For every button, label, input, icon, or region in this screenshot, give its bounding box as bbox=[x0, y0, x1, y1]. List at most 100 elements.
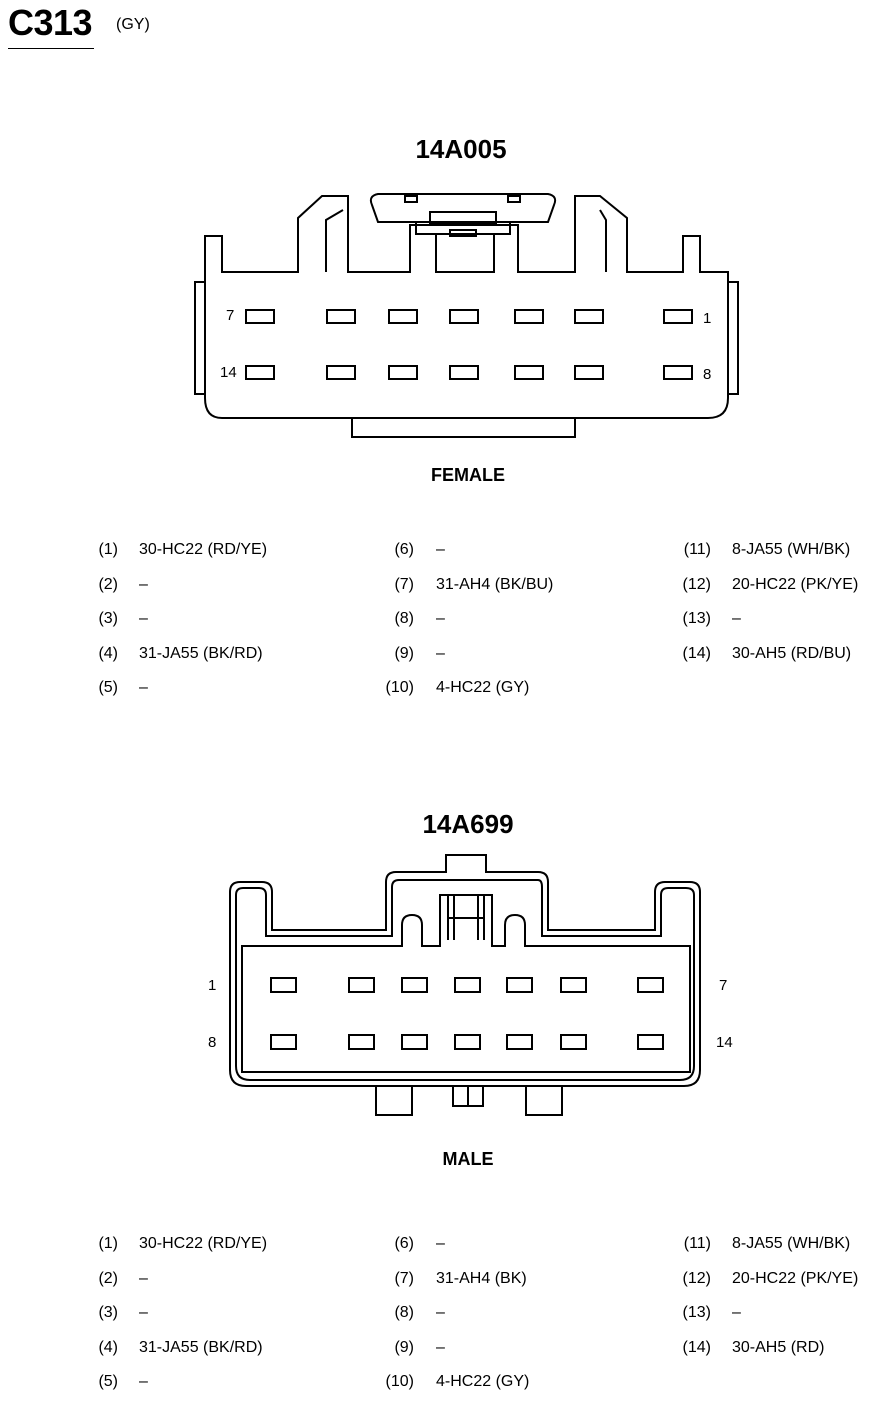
female-pin-number: (14) bbox=[682, 644, 711, 662]
male-pin-circuit: – bbox=[436, 1338, 445, 1356]
female-pin-circuit: – bbox=[436, 644, 445, 662]
female-pin-circuit: – bbox=[139, 679, 148, 697]
male-pin-label-8: 8 bbox=[208, 1034, 217, 1051]
female-pin-number: (5) bbox=[98, 679, 118, 697]
male-pin-cavity bbox=[348, 1034, 375, 1050]
male-pin-number: (1) bbox=[98, 1235, 118, 1252]
male-pin-circuit: 4-HC22 (GY) bbox=[436, 1373, 530, 1391]
female-pin-circuit: 8-JA55 (WH/BK) bbox=[732, 541, 851, 558]
female-pin-circuit: 30-HC22 (RD/YE) bbox=[139, 541, 268, 558]
female-pin-circuit: 31-AH4 (BK/BU) bbox=[436, 575, 554, 593]
connector-color: (GY) bbox=[116, 16, 150, 33]
male-gender-label: MALE bbox=[442, 1149, 494, 1169]
female-pin-cavity bbox=[514, 365, 544, 380]
male-pin-cavity bbox=[506, 1034, 533, 1050]
male-connector-housing bbox=[229, 854, 701, 1116]
female-pin-number: (1) bbox=[98, 541, 118, 558]
female-pin-circuit: – bbox=[732, 610, 741, 628]
female-pin-circuit: – bbox=[436, 541, 445, 558]
female-pin-label-8: 8 bbox=[703, 366, 712, 383]
male-pin-number: (7) bbox=[394, 1269, 414, 1287]
male-part-number: 14A699 bbox=[422, 809, 514, 839]
female-pin-circuit: – bbox=[139, 575, 148, 593]
female-pin-label-1: 1 bbox=[703, 310, 712, 327]
male-pin-cavity bbox=[454, 977, 481, 993]
female-pin-cavity bbox=[574, 309, 604, 324]
male-pin-number: (14) bbox=[682, 1338, 711, 1356]
male-pin-cavity bbox=[454, 1034, 481, 1050]
female-pin-cavity bbox=[388, 365, 418, 380]
male-pin-circuit: – bbox=[139, 1304, 148, 1322]
male-pin-label-1: 1 bbox=[208, 977, 217, 994]
female-pin-number: (11) bbox=[683, 541, 711, 558]
female-pin-circuit: 4-HC22 (GY) bbox=[436, 679, 530, 697]
female-pin-circuit: 30-AH5 (RD/BU) bbox=[732, 644, 852, 662]
female-pin-cavity bbox=[514, 309, 544, 324]
female-pin-number: (9) bbox=[394, 644, 414, 662]
male-pin-circuit: 31-JA55 (BK/RD) bbox=[139, 1338, 263, 1356]
male-pin-number: (4) bbox=[98, 1338, 118, 1356]
female-pin-cavity bbox=[245, 309, 275, 324]
male-pin-circuit: – bbox=[139, 1373, 148, 1391]
male-pin-circuit: 30-AH5 (RD) bbox=[732, 1338, 825, 1356]
male-pin-number: (5) bbox=[98, 1373, 118, 1391]
female-pin-number: (8) bbox=[394, 610, 414, 628]
male-pin-circuit: 30-HC22 (RD/YE) bbox=[139, 1235, 268, 1252]
male-pin-label-14: 14 bbox=[716, 1034, 733, 1051]
female-pin-label-7: 7 bbox=[226, 307, 235, 324]
male-pin-circuit: – bbox=[732, 1304, 741, 1322]
male-pin-circuit: – bbox=[436, 1235, 445, 1252]
male-pin-circuit: 31-AH4 (BK) bbox=[436, 1269, 527, 1287]
female-pin-circuit: – bbox=[436, 610, 445, 628]
female-pin-cavity bbox=[449, 309, 479, 324]
male-pin-number: (12) bbox=[682, 1269, 711, 1287]
female-pin-cavities bbox=[245, 309, 693, 380]
male-pin-circuit: 8-JA55 (WH/BK) bbox=[732, 1235, 851, 1252]
male-pin-cavity bbox=[506, 977, 533, 993]
female-pin-cavity bbox=[388, 309, 418, 324]
female-pin-number: (12) bbox=[682, 575, 711, 593]
female-connector-housing bbox=[194, 193, 739, 438]
title-underline bbox=[8, 48, 94, 49]
female-gender-label: FEMALE bbox=[431, 465, 505, 485]
male-pin-cavity bbox=[637, 977, 664, 993]
female-pin-circuit: 20-HC22 (PK/YE) bbox=[732, 575, 859, 593]
male-pin-cavity bbox=[401, 1034, 428, 1050]
male-pin-cavities bbox=[270, 977, 664, 1050]
male-pin-label-7: 7 bbox=[719, 977, 728, 994]
male-pin-number: (10) bbox=[385, 1373, 414, 1391]
male-pin-cavity bbox=[637, 1034, 664, 1050]
female-pin-number: (3) bbox=[98, 610, 118, 628]
male-pin-circuit: – bbox=[436, 1304, 445, 1322]
female-pin-circuit: 31-JA55 (BK/RD) bbox=[139, 644, 263, 662]
male-pin-number: (13) bbox=[682, 1304, 711, 1322]
male-pin-cavity bbox=[348, 977, 375, 993]
male-pin-cavity bbox=[270, 1034, 297, 1050]
female-pin-number: (13) bbox=[682, 610, 711, 628]
female-pin-cavity bbox=[574, 365, 604, 380]
male-pin-circuit: – bbox=[139, 1269, 148, 1287]
female-pin-number: (2) bbox=[98, 575, 118, 593]
female-pin-label-14: 14 bbox=[220, 364, 237, 381]
male-pin-number: (6) bbox=[394, 1235, 414, 1252]
female-pin-number: (7) bbox=[394, 575, 414, 593]
female-pin-number: (10) bbox=[385, 679, 414, 697]
male-pin-number: (8) bbox=[394, 1304, 414, 1322]
male-pin-circuit: 20-HC22 (PK/YE) bbox=[732, 1269, 859, 1287]
female-pin-cavity bbox=[663, 309, 693, 324]
male-pin-number: (2) bbox=[98, 1269, 118, 1287]
female-pin-cavity bbox=[245, 365, 275, 380]
male-pin-cavity bbox=[401, 977, 428, 993]
male-pin-cavity bbox=[560, 977, 587, 993]
female-pin-circuit: – bbox=[139, 610, 148, 628]
female-pin-cavity bbox=[663, 365, 693, 380]
connector-id: C313 bbox=[8, 2, 93, 43]
male-pin-number: (3) bbox=[98, 1304, 118, 1322]
female-pin-cavity bbox=[326, 309, 356, 324]
male-pin-number: (11) bbox=[683, 1235, 711, 1252]
female-pin-cavity bbox=[326, 365, 356, 380]
male-pin-cavity bbox=[560, 1034, 587, 1050]
female-pin-number: (4) bbox=[98, 644, 118, 662]
